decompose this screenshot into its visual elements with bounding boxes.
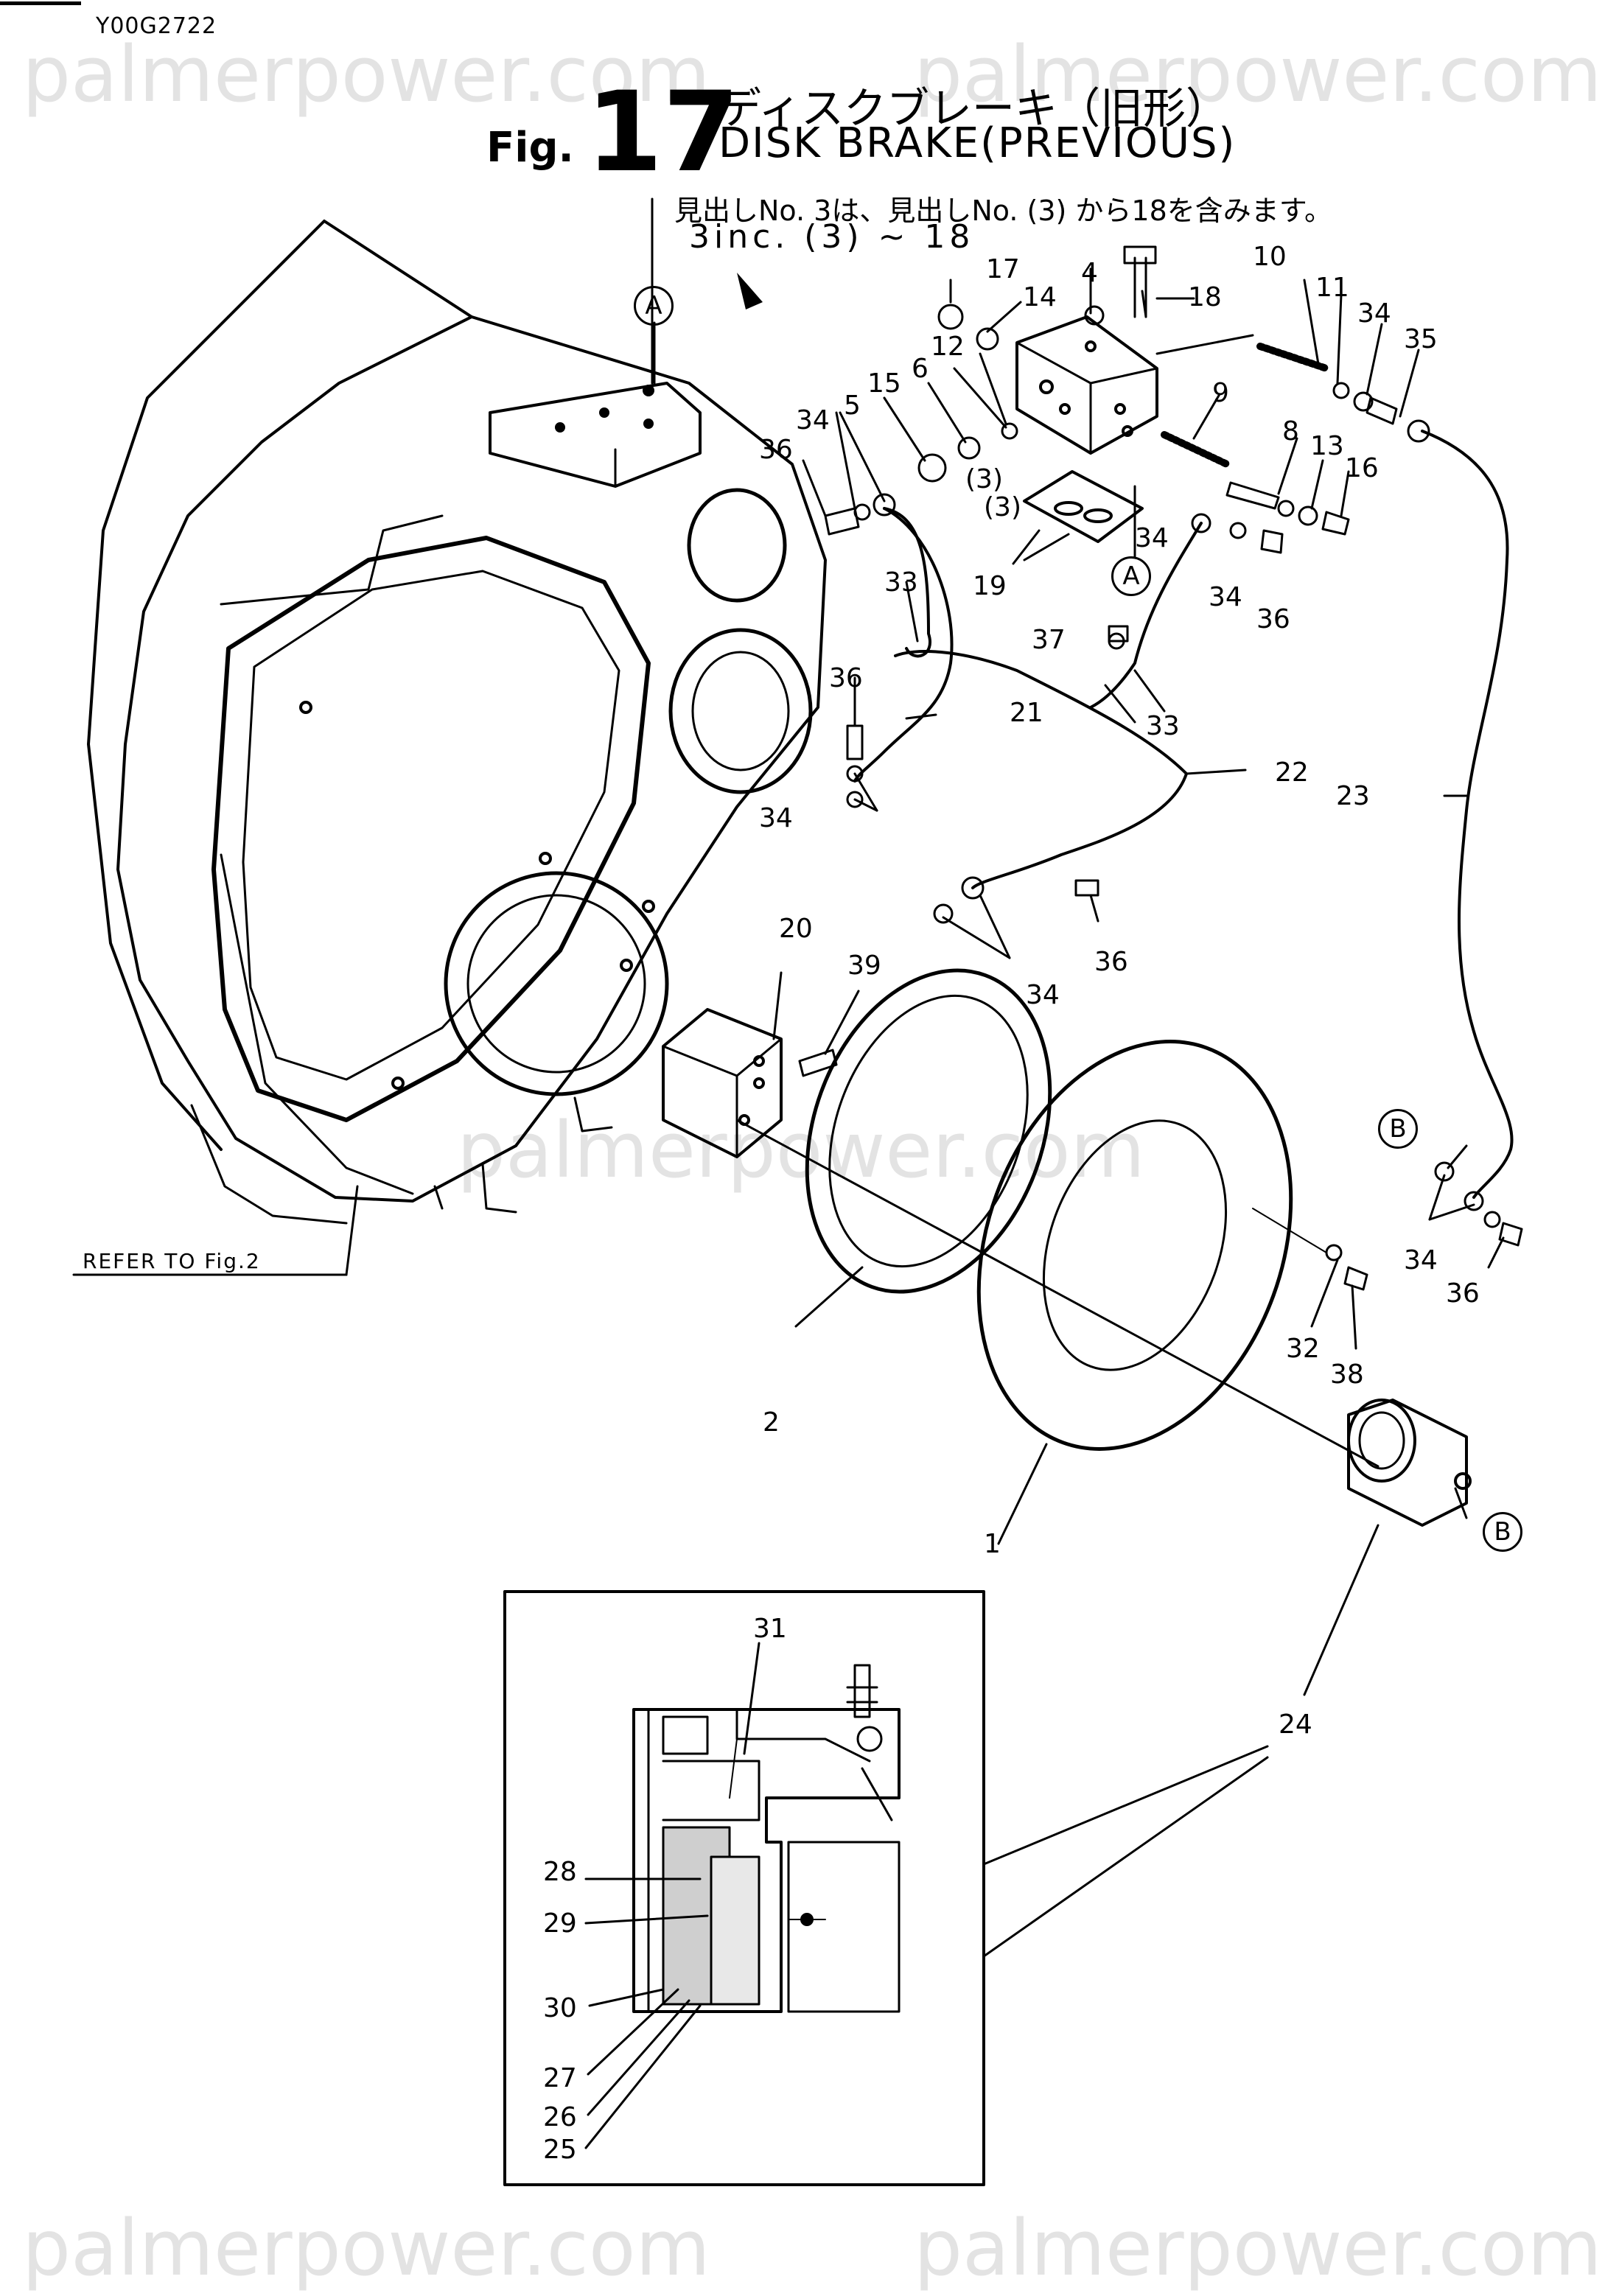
cutaway-leaders <box>584 1642 1269 2149</box>
part-label: 30 <box>543 1993 577 2023</box>
part-label: 34 <box>1357 298 1391 329</box>
part-label: 18 <box>1188 282 1222 312</box>
part-label: 34 <box>1404 1245 1438 1275</box>
title-japanese: ディスクブレーキ（旧形） <box>718 83 1228 133</box>
part-label: 4 <box>1081 258 1098 288</box>
watermark: palmerpower.com <box>914 29 1602 119</box>
marker-b-pipe: B <box>1378 1109 1418 1149</box>
part-label: 38 <box>1330 1359 1364 1390</box>
part-label: 31 <box>753 1614 787 1644</box>
cutaway-detail-box <box>503 1590 985 2186</box>
part-label: 36 <box>829 663 863 693</box>
part-label: 32 <box>1286 1334 1320 1364</box>
part-label: 9 <box>1212 378 1229 408</box>
note-english: 3inc. (3) ~ 18 <box>689 218 975 256</box>
watermark: palmerpower.com <box>22 2203 710 2293</box>
part-label: 34 <box>796 405 830 435</box>
hydraulic-pipes <box>853 430 1514 1199</box>
part-label: 27 <box>543 2063 577 2093</box>
part-label: (3) <box>965 464 1003 494</box>
part-label: 14 <box>1023 282 1057 312</box>
part-label: 8 <box>1282 416 1299 447</box>
header-rule <box>0 1 81 5</box>
part-label: 11 <box>1315 273 1349 303</box>
part-label: 34 <box>1209 582 1242 612</box>
part-label: 1 <box>984 1529 1001 1559</box>
part-label: 36 <box>1256 604 1290 634</box>
brake-caliper <box>1347 1399 1472 1527</box>
part-label: 13 <box>1310 431 1344 461</box>
part-label: 35 <box>1404 324 1438 354</box>
title-english: DISK BRAKE(PREVIOUS) <box>718 119 1237 167</box>
marker-a-plate: A <box>1111 556 1151 596</box>
part-label: 24 <box>1279 1709 1312 1740</box>
part-label: 10 <box>1253 242 1287 272</box>
part-label: 36 <box>1094 947 1128 977</box>
part-label: 21 <box>1010 698 1043 728</box>
part-label: 36 <box>759 435 793 465</box>
part-label: 15 <box>867 368 901 399</box>
part-label: 17 <box>986 254 1020 284</box>
cutaway-section <box>632 1664 901 2013</box>
watermark: palmerpower.com <box>22 29 710 119</box>
figure-label: Fig. <box>486 124 574 172</box>
refer-note: REFER TO Fig.2 <box>83 1249 261 1273</box>
part-label: 36 <box>1446 1278 1480 1309</box>
part-label: 34 <box>759 803 793 833</box>
small-fittings <box>824 304 1523 1291</box>
transmission-housing <box>87 197 827 1225</box>
marker-b-caliper: B <box>1483 1512 1522 1552</box>
figure-number: 17 <box>586 69 740 197</box>
part-label: 34 <box>1026 980 1060 1010</box>
part-label: 33 <box>884 567 918 598</box>
part-label: 12 <box>931 332 965 362</box>
part-label: 25 <box>543 2135 577 2165</box>
part-label: 22 <box>1275 757 1309 788</box>
part-label: 16 <box>1345 453 1379 483</box>
valve-block <box>1015 245 1195 455</box>
part-label: 29 <box>543 1908 577 1939</box>
part-label: 33 <box>1146 711 1180 741</box>
part-label: 2 <box>763 1407 780 1438</box>
part-label: 39 <box>847 951 881 981</box>
part-label: 19 <box>973 571 1007 601</box>
marker-a-housing: A <box>634 286 674 326</box>
brake-plate <box>805 968 1052 1294</box>
part-label: 5 <box>844 391 861 421</box>
part-label: 6 <box>912 354 929 384</box>
part-label: 23 <box>1336 781 1370 811</box>
watermark: palmerpower.com <box>914 2203 1602 2293</box>
part-label: 28 <box>543 1857 577 1887</box>
part-label: (3) <box>984 492 1021 522</box>
part-label: 20 <box>779 914 813 944</box>
part-label: 26 <box>543 2102 577 2132</box>
leader-lines <box>72 267 1505 1696</box>
note-japanese: 見出しNo. 3は、見出しNo. (3) から18を含みます。 <box>674 195 1332 227</box>
drawing-code: Y00G2722 <box>96 13 217 39</box>
part-label: 34 <box>1135 523 1169 553</box>
brake-disc <box>976 1040 1293 1451</box>
part-label: 37 <box>1032 625 1066 655</box>
